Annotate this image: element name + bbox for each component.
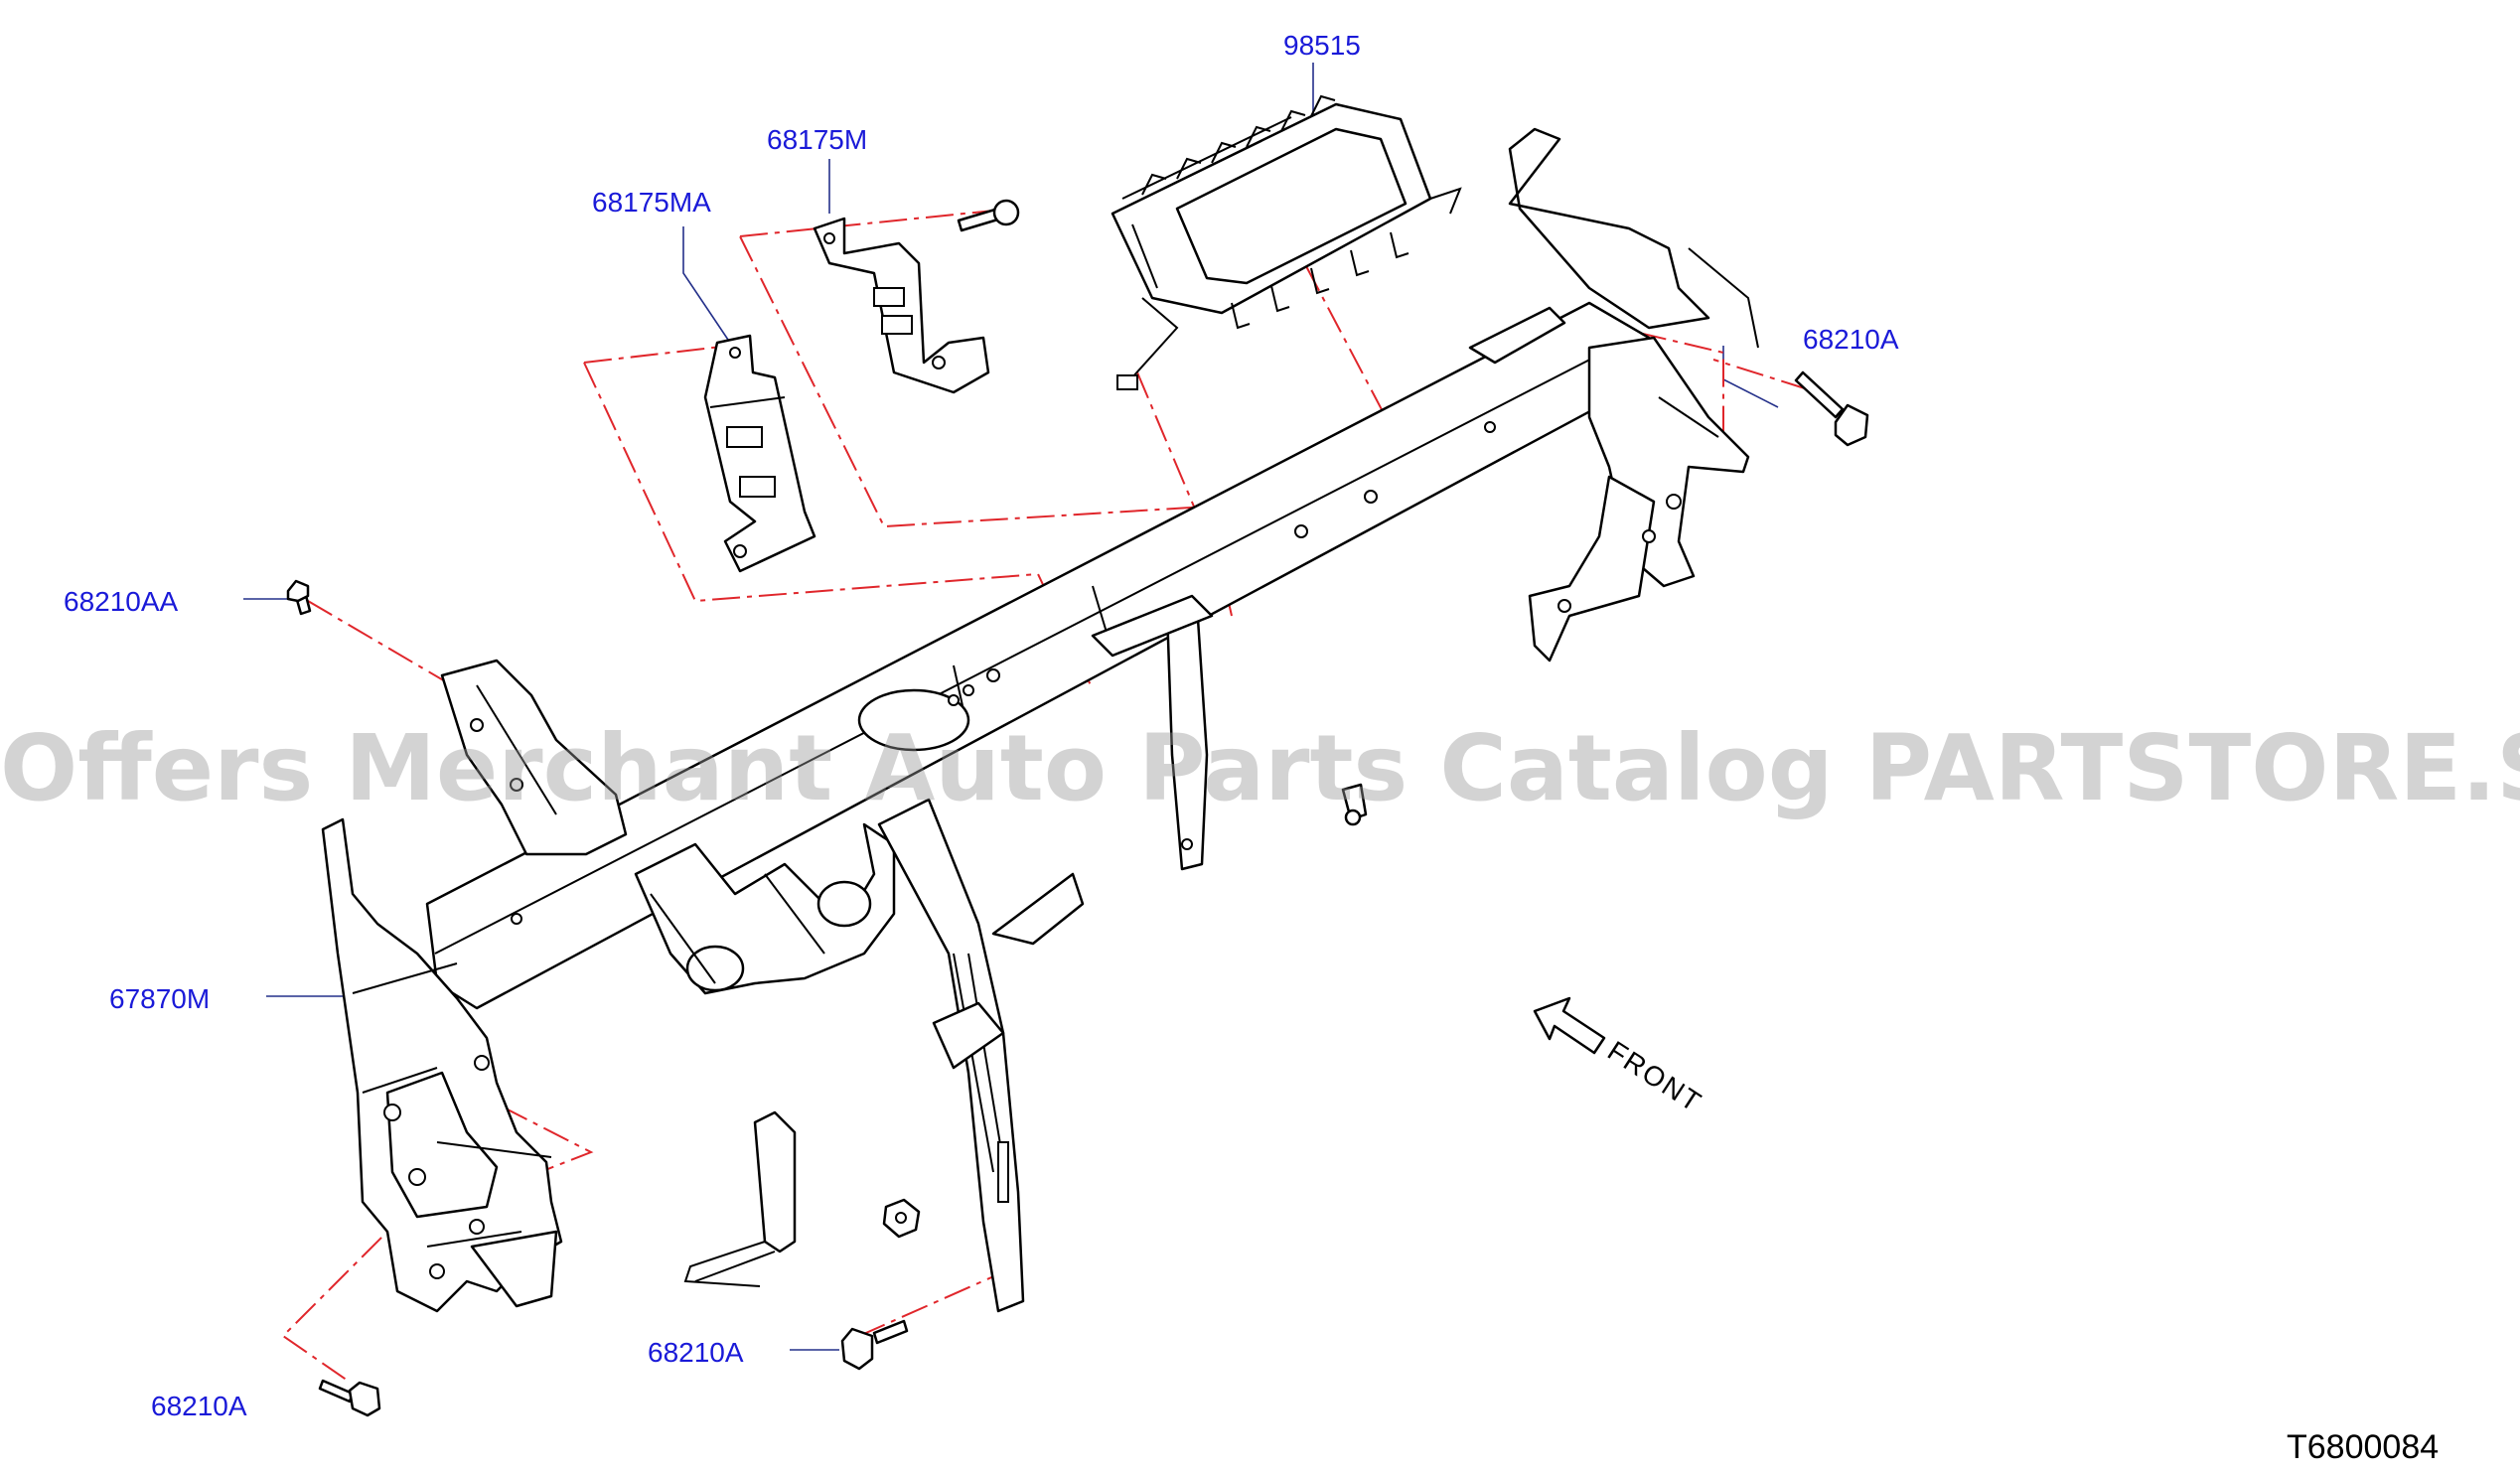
figure-id: T6800084	[2287, 1428, 2440, 1466]
right-side-bracket	[1468, 127, 1759, 663]
left-center-bracket	[440, 659, 628, 856]
bolt-68210A-right	[1794, 370, 1869, 447]
callout-68210A-left[interactable]: 68210A	[151, 1391, 247, 1421]
leader-lines	[243, 63, 1779, 1351]
callout-68210A-right[interactable]: 68210A	[1803, 324, 1899, 355]
clip-center	[1341, 783, 1368, 826]
bolt-68210AA	[286, 579, 312, 616]
bracket-68175MA	[703, 334, 816, 573]
screw-68175M	[957, 199, 1020, 232]
bracket-68175M	[813, 217, 990, 394]
left-side-bracket-67870M	[321, 817, 563, 1313]
callout-68175MA[interactable]: 68175MA	[592, 187, 711, 218]
callout-98515[interactable]: 98515	[1283, 30, 1361, 61]
nut	[882, 1198, 921, 1239]
airbag-module-98515	[1111, 94, 1462, 390]
bolt-68210A-left	[318, 1379, 381, 1417]
callout-68210A-bottom[interactable]: 68210A	[648, 1337, 744, 1368]
wire-bracket	[683, 1110, 797, 1287]
callout-68175M[interactable]: 68175M	[767, 124, 868, 155]
bolt-68210A-bottom	[840, 1319, 909, 1371]
callout-68210AA[interactable]: 68210AA	[64, 586, 179, 617]
front-arrow-icon	[1533, 996, 1606, 1055]
center-lower-stay	[877, 798, 1085, 1313]
vertical-stay	[1091, 594, 1214, 871]
column-support-bracket	[634, 822, 896, 995]
callout-67870M[interactable]: 67870M	[109, 983, 211, 1014]
